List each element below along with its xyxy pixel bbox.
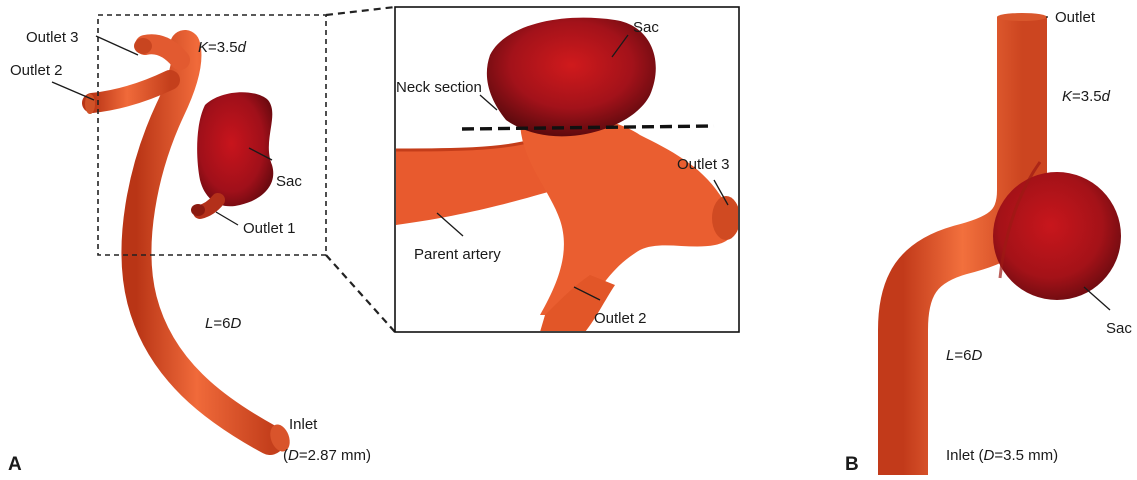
- sac-a: [197, 92, 273, 206]
- label-inlet-diameter-a: (D=2.87 mm): [283, 447, 371, 464]
- panel-letter-b: B: [845, 454, 859, 475]
- outlet2-branch-a: [92, 80, 170, 103]
- label-parent-artery: Parent artery: [414, 246, 501, 263]
- zoom-connector-bottom: [326, 255, 395, 332]
- outlet3-cap-a: [134, 38, 152, 54]
- label-sac-zoom: Sac: [633, 19, 659, 36]
- label-outlet1-a: Outlet 1: [243, 220, 296, 237]
- sac-b: [993, 172, 1121, 300]
- label-outlet2-a: Outlet 2: [10, 62, 63, 79]
- label-outlet3-a: Outlet 3: [26, 29, 79, 46]
- panel-b-geometry: [903, 13, 1121, 475]
- panel-letter-a: A: [8, 454, 22, 475]
- label-inlet-b: Inlet (D=3.5 mm): [946, 447, 1058, 464]
- outlet1-cap-a: [191, 204, 205, 216]
- panel-a-geometry: [85, 38, 293, 454]
- label-outlet2-zoom: Outlet 2: [594, 310, 647, 327]
- label-length-b: L=6D: [946, 347, 982, 364]
- label-curvature-b: K=3.5d: [1062, 88, 1111, 105]
- label-sac-b: Sac: [1106, 320, 1132, 337]
- label-sac-a: Sac: [276, 173, 302, 190]
- outlet-cap-b: [997, 13, 1047, 21]
- zoom-connector-top: [326, 7, 395, 15]
- label-neck-section: Neck section: [396, 79, 482, 96]
- label-inlet-a: Inlet: [289, 416, 318, 433]
- label-curvature-a: K=3.5d: [198, 39, 247, 56]
- label-outlet-b: Outlet: [1055, 9, 1096, 26]
- label-outlet3-zoom: Outlet 3: [677, 156, 730, 173]
- zoom-inset: Sac Neck section Outlet 3 Parent artery …: [395, 7, 740, 332]
- label-length-a: L=6D: [205, 315, 241, 332]
